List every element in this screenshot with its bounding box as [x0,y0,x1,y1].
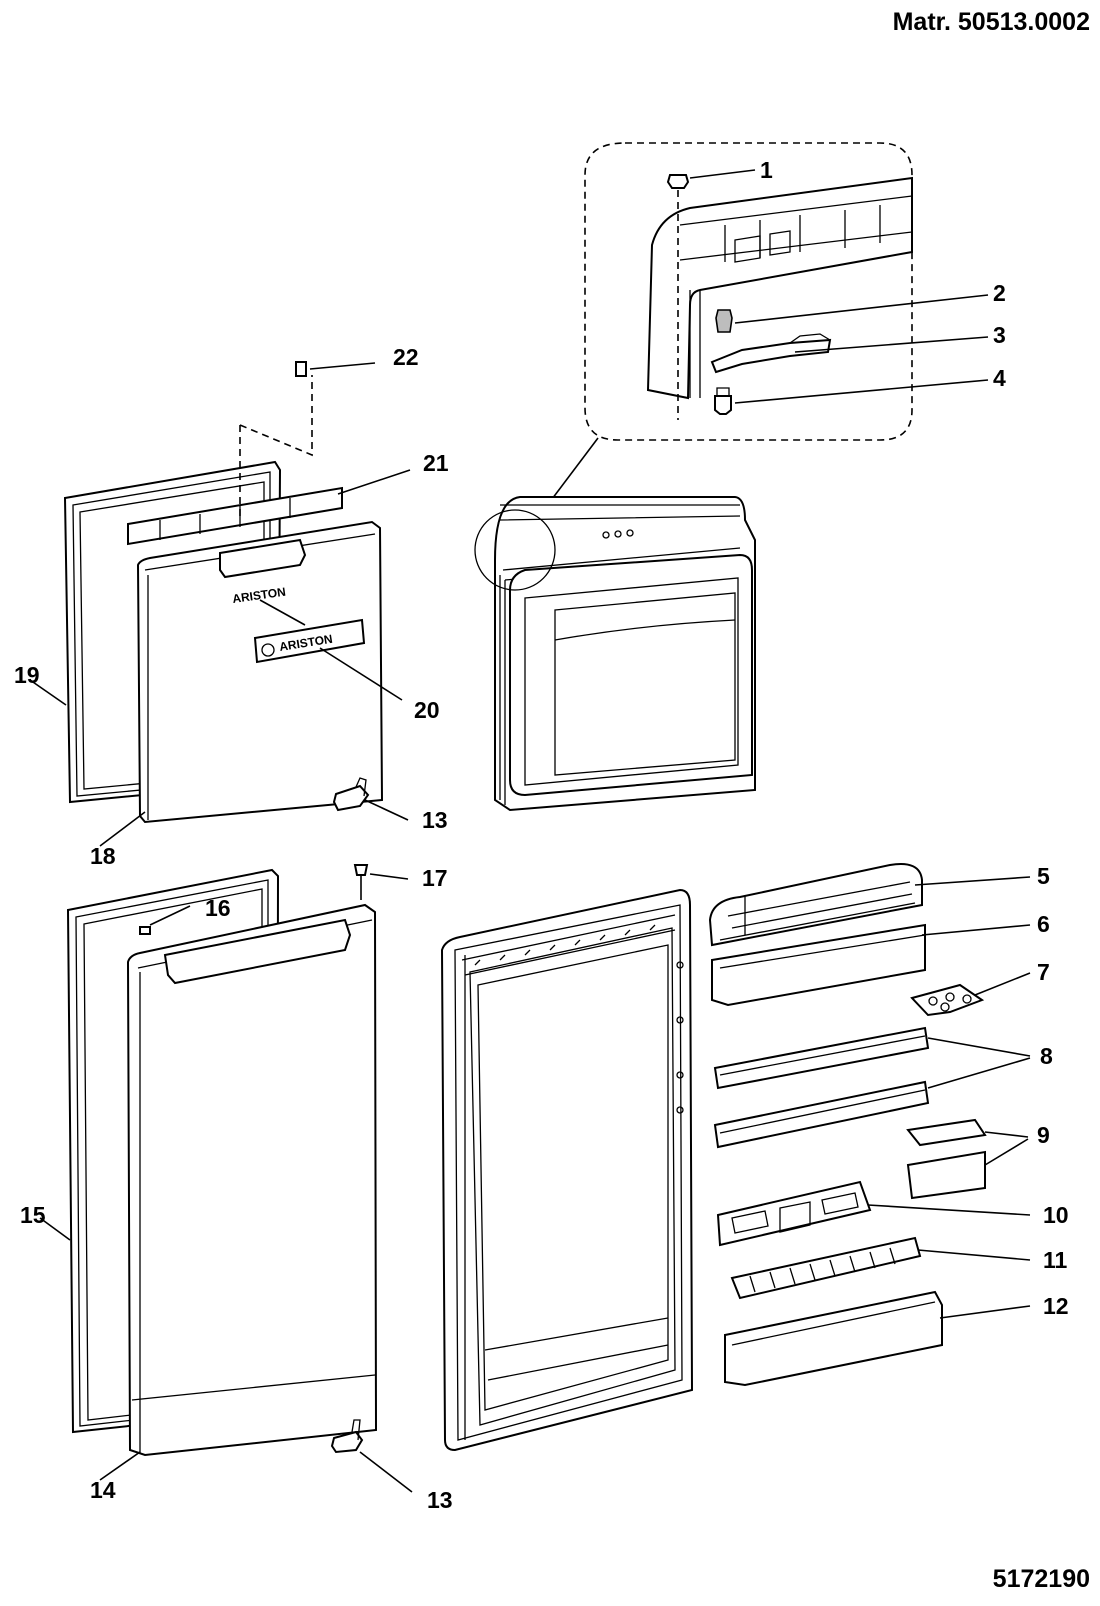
callout-c16: 16 [205,895,231,921]
callout-c21: 21 [423,450,449,476]
freezer-door: ARISTON ARISTON [63,361,384,824]
callout-c6: 6 [1037,911,1050,937]
callout-c7: 7 [1037,959,1050,985]
callout-c10: 10 [1043,1202,1069,1228]
fridge-door-liner [440,888,694,1452]
callout-c2: 2 [993,280,1006,306]
callout-c14: 14 [90,1477,116,1503]
callout-c9: 9 [1037,1122,1050,1148]
drawing-code: 5172190 [992,1565,1090,1593]
callout-c15: 15 [20,1202,46,1228]
callout-c13b: 13 [427,1487,453,1513]
callout-c1: 1 [760,157,773,183]
freezer-door-liner [474,496,756,812]
callout-c13a: 13 [422,807,448,833]
door-accessories [708,863,987,1387]
callout-c22: 22 [393,344,419,370]
fridge-door [66,864,378,1457]
callout-c18: 18 [90,843,116,869]
callout-c8: 8 [1040,1043,1053,1069]
callout-c5: 5 [1037,863,1050,889]
callout-c3: 3 [993,322,1006,348]
leader-lines [29,169,1031,1493]
callout-c12: 12 [1043,1293,1069,1319]
model-reference: Matr. 50513.0002 [892,8,1090,36]
callout-c4: 4 [993,365,1006,391]
callout-c17: 17 [422,865,448,891]
callout-c19: 19 [14,662,40,688]
detail-inset [539,142,913,516]
callout-c20: 20 [414,697,440,723]
callout-c11: 11 [1043,1247,1068,1273]
